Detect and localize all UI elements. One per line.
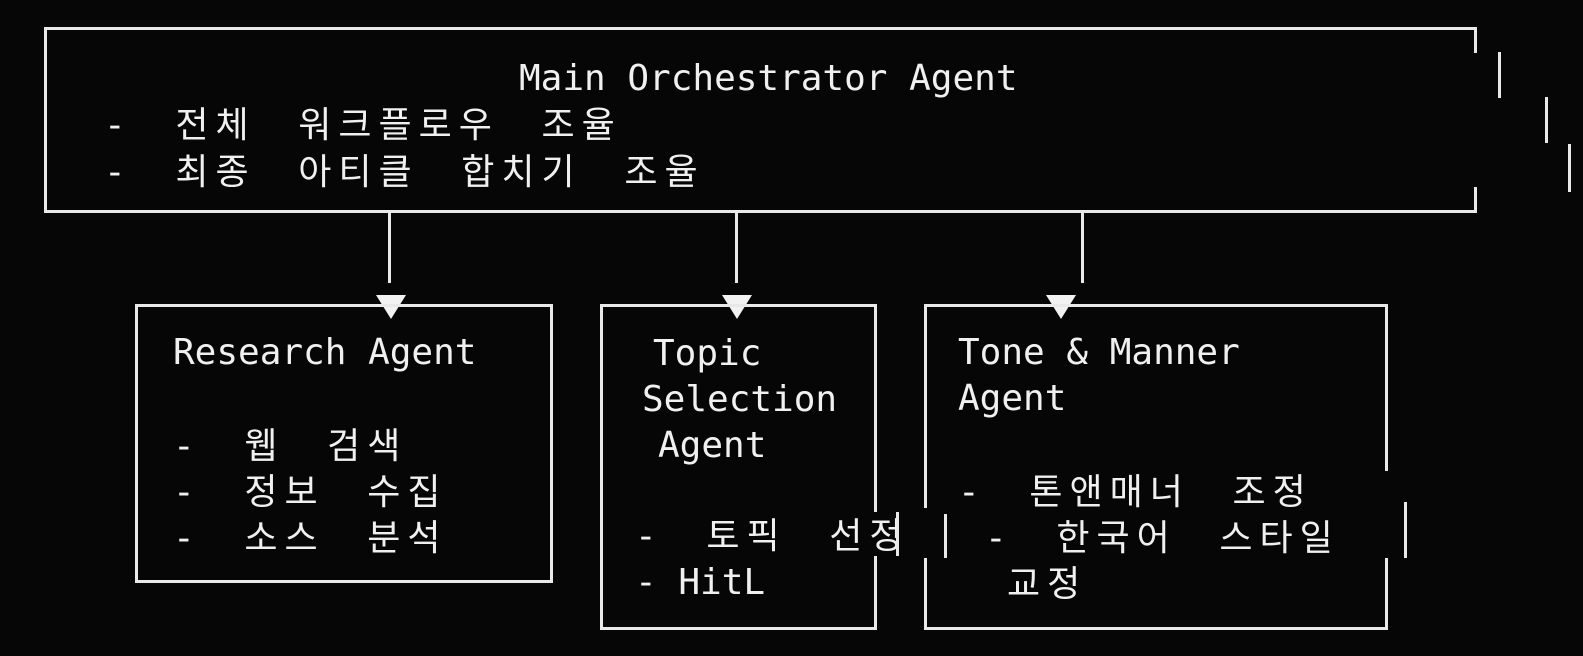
border-artifact-bar xyxy=(1545,97,1548,143)
tone-manner-agent-box: Tone & Manner Agent - 톤앤매너 조정 - 한국어 스타일 … xyxy=(924,304,1388,630)
research-bullet-2: - 정보 수집 xyxy=(173,472,448,513)
connector-arrowhead-topic xyxy=(722,295,752,319)
tone-title-line-1: Tone & Manner xyxy=(958,332,1240,373)
tone-left-border-upper xyxy=(924,304,927,508)
orchestrator-right-border-bottom-stub xyxy=(1474,187,1477,213)
research-agent-box: Research Agent - 웹 검색 - 정보 수집 - 소스 분석 xyxy=(135,304,553,583)
topic-right-border-lower xyxy=(874,556,877,630)
tone-bullet-3: 교정 xyxy=(1007,564,1088,605)
border-artifact-bar xyxy=(944,514,947,558)
tone-bullet-1: - 톤앤매너 조정 xyxy=(958,472,1313,513)
orchestrator-bullet-1: - 전체 워크플로우 조율 xyxy=(104,105,622,146)
border-artifact-bar xyxy=(1404,502,1407,558)
connector-arrowhead-tone xyxy=(1046,295,1076,319)
border-artifact-bar xyxy=(1498,52,1501,98)
orchestrator-right-border-top-stub xyxy=(1474,27,1477,53)
tone-left-border-lower xyxy=(924,558,927,630)
topic-title-line-1: Topic xyxy=(653,333,762,374)
tone-bullet-2: - 한국어 스타일 xyxy=(985,518,1340,559)
connector-arrowhead-research xyxy=(376,295,406,319)
connector-line-topic xyxy=(735,213,738,283)
connector-line-tone xyxy=(1081,213,1084,283)
topic-bullet-1: - 토픽 선정 xyxy=(635,516,910,557)
research-bullet-3: - 소스 분석 xyxy=(173,518,448,559)
research-bullet-1: - 웹 검색 xyxy=(173,426,408,467)
topic-title-line-3: Agent xyxy=(658,425,767,466)
orchestrator-box: Main Orchestrator Agent - 전체 워크플로우 조율 - … xyxy=(44,27,1477,213)
topic-selection-agent-box: Topic Selection Agent - 토픽 선정 - HitL xyxy=(600,304,903,630)
border-artifact-bar xyxy=(1568,144,1571,192)
research-agent-title: Research Agent xyxy=(173,332,477,373)
topic-title-line-2: Selection xyxy=(642,379,838,420)
tone-title-line-2: Agent xyxy=(958,378,1067,419)
topic-right-border-upper xyxy=(874,304,877,512)
connector-line-research xyxy=(388,213,391,283)
border-artifact-bar xyxy=(896,512,899,556)
tone-right-border-upper xyxy=(1385,304,1388,471)
tone-right-border-lower xyxy=(1385,558,1388,630)
topic-bullet-2: - HitL xyxy=(635,562,766,603)
orchestrator-bullet-2: - 최종 아티클 합치기 조율 xyxy=(104,152,705,193)
orchestrator-title: Main Orchestrator Agent xyxy=(519,58,1018,99)
